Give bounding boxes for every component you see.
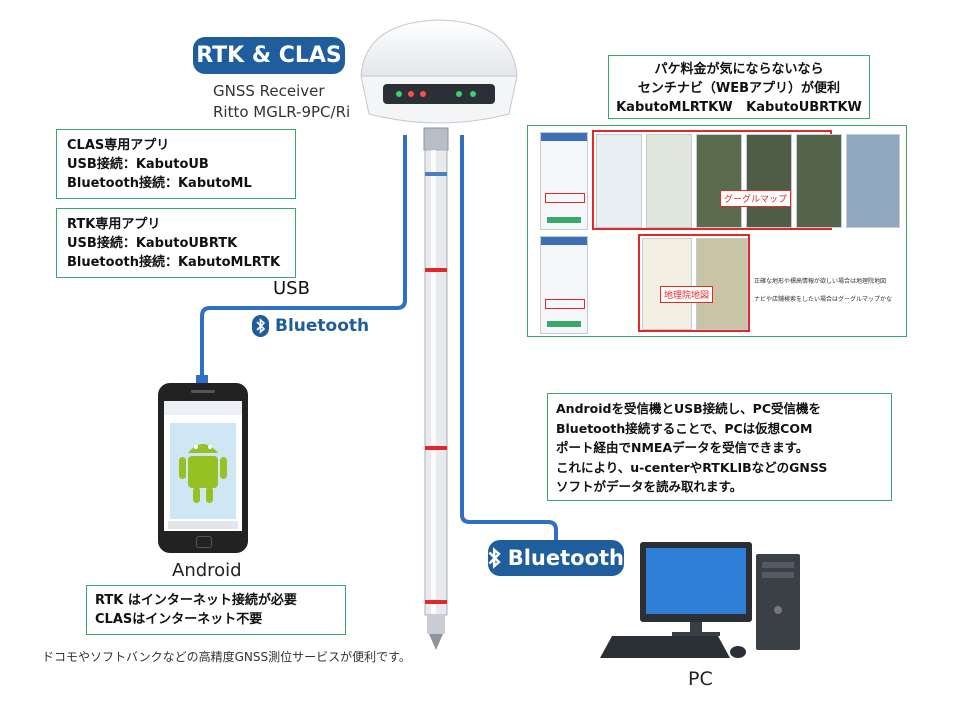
pc-tower: [756, 554, 800, 650]
map-tile-satellite-3: [796, 134, 842, 228]
map-note-2: ナビや店舗検索をしたい場合はグーグルマップかな: [754, 296, 893, 303]
bluetooth-link: [460, 135, 558, 545]
map-tile-satellite-2: [746, 134, 792, 228]
led-red-2: [420, 91, 426, 97]
bluetooth-icon: [252, 315, 269, 337]
clas-app-usb: USB接続：KabutoUB: [67, 157, 209, 172]
rtk-app-box: RTK専用アプリ USB接続：KabutoUBRTK Bluetooth接続：K…: [56, 208, 296, 278]
pc-explanation-line4: これにより、u-centerやRTKLIBなどのGNSS: [556, 459, 828, 475]
gnss-receiver: [360, 19, 518, 124]
title-badge: RTK & CLAS: [193, 37, 345, 74]
android-robot-icon: [179, 444, 227, 503]
app-screen-2: [540, 236, 588, 334]
usb-cable: [200, 135, 407, 385]
clas-app-box: CLAS専用アプリ USB接続：KabutoUB Bluetooth接続：Kab…: [56, 129, 296, 199]
pc-explanation-line2: Bluetooth接続することで、PCは仮想COM: [556, 420, 813, 436]
gsi-map-tag: 地理院地図: [660, 286, 714, 303]
rtk-app-title: RTK専用アプリ: [67, 217, 161, 232]
pc-explanation-line5: ソフトがデータを読み取れます。: [556, 479, 743, 494]
led-green-2: [456, 91, 462, 97]
gsi-map-tile-2: [696, 238, 748, 330]
pc-illustration: [600, 542, 800, 658]
gsi-map-tag-label: 地理院地図: [664, 291, 710, 301]
led-green-1: [396, 91, 402, 97]
internet-note-clas: CLASはインターネット不要: [95, 612, 263, 627]
pc-explanation-line1: Androidを受信機とUSB接続し、PC受信機を: [556, 401, 822, 416]
phone-home-button: [196, 536, 212, 548]
phone-screen: [164, 401, 242, 531]
keyboard: [600, 636, 730, 658]
led-green-3: [470, 91, 476, 97]
map-note-1: 正確な地形や標高情報が欲しい場合は地理院地図: [754, 278, 887, 285]
pc-label: PC: [688, 668, 713, 690]
app-screen-1: [540, 132, 588, 230]
monitor: [640, 542, 752, 636]
internet-note-box: RTK はインターネット接続が必要 CLASはインターネット不要: [86, 585, 346, 635]
bluetooth-small-label: Bluetooth: [275, 316, 370, 336]
google-map-tag-label: グーグルマップ: [724, 195, 788, 205]
gsi-map-tile-1: [642, 238, 692, 330]
usb-label: USB: [273, 278, 310, 299]
receiver-model: Ritto MGLR-9PC/Ri: [213, 103, 351, 121]
web-app-box: パケ料金が気にならないなら センチナビ（WEBアプリ）が便利 KabutoMLR…: [608, 55, 870, 119]
clas-app-bluetooth: Bluetooth接続：KabutoML: [67, 176, 252, 191]
rtk-app-bluetooth: Bluetooth接続：KabutoMLRTK: [67, 255, 281, 270]
bluetooth-large-label: Bluetooth: [507, 546, 624, 570]
pc-explanation-line3: ポート経由でNMEAデータを受信できます。: [556, 440, 809, 455]
led-red-1: [408, 91, 414, 97]
bluetooth-logo-small: Bluetooth: [252, 315, 369, 337]
footer-note: ドコモやソフトバンクなどの高精度GNSS測位サービスが便利です。: [42, 650, 411, 664]
clas-app-title: CLAS専用アプリ: [67, 138, 170, 153]
bluetooth-large-icon: [488, 547, 501, 569]
title-badge-label: RTK & CLAS: [196, 43, 342, 68]
map-tile-satellite-1: [696, 134, 742, 228]
google-map-tag: グーグルマップ: [720, 190, 792, 207]
internet-note-rtk: RTK はインターネット接続が必要: [95, 593, 297, 608]
rtk-app-usb: USB接続：KabutoUBRTK: [67, 236, 238, 251]
phone-speaker: [191, 390, 215, 393]
receiver-type: GNSS Receiver: [213, 82, 325, 100]
receiver-caption: GNSS Receiver Ritto MGLR-9PC/Ri: [213, 81, 350, 123]
pc-explanation-box: Androidを受信機とUSB接続し、PC受信機を Bluetooth接続するこ…: [547, 393, 892, 501]
bluetooth-badge-large: Bluetooth: [488, 540, 624, 576]
android-phone: [158, 383, 248, 553]
web-app-line3: KabutoMLRTKW KabutoUBRTKW: [616, 100, 862, 115]
map-tile-terrain: [646, 134, 692, 228]
gsi-map-frame: [638, 234, 750, 332]
web-app-line1: パケ料金が気にならないなら: [654, 62, 824, 77]
map-screenshot-panel: グーグルマップ 地理院地図 正確な地形や標高情報が欲しい場合は地理院地図 ナビや…: [527, 125, 907, 337]
mouse: [730, 646, 746, 658]
web-app-line2: センチナビ（WEBアプリ）が便利: [637, 81, 841, 96]
map-tile-streets: [596, 134, 642, 228]
street-view-tile: [846, 134, 900, 228]
android-label: Android: [172, 560, 242, 581]
